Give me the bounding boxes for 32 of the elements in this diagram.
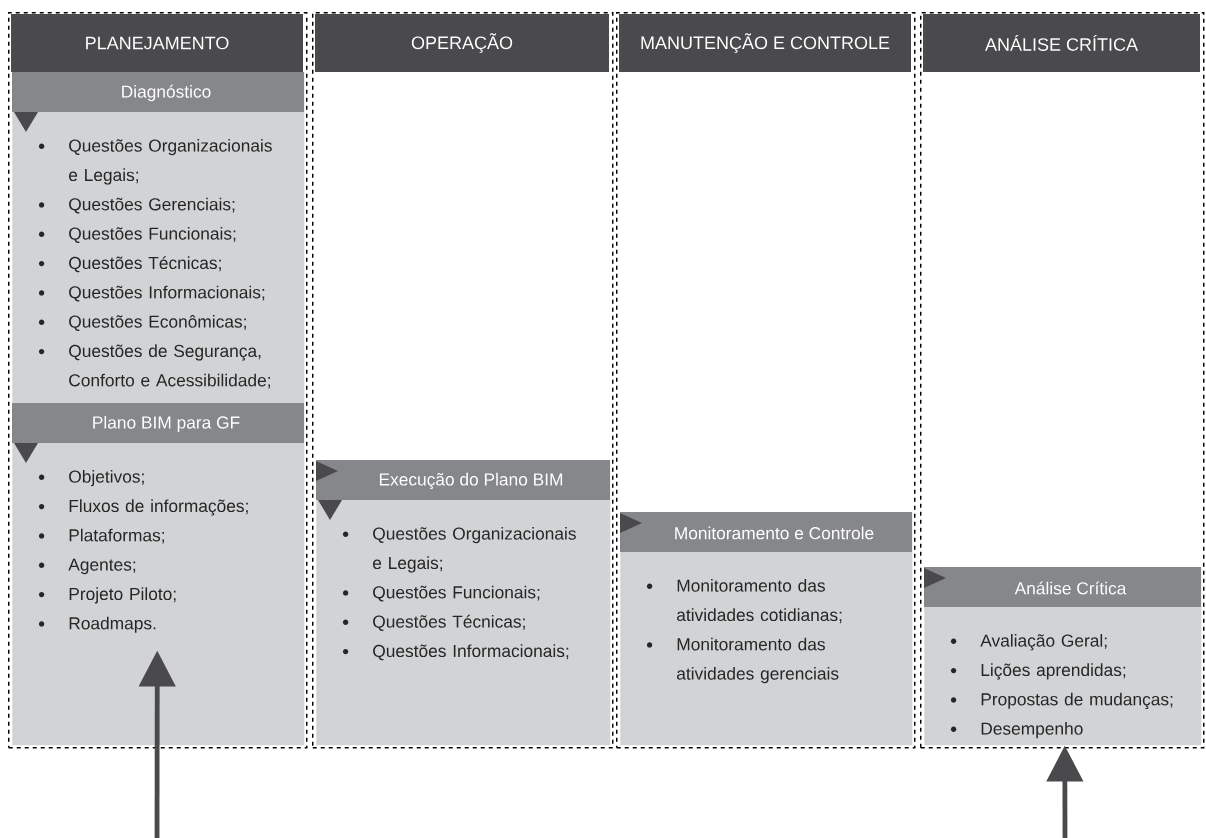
list-item: Desempenho (950, 722, 1083, 739)
list-item: Propostas de mudanças; (950, 692, 1173, 709)
column-header: MANUTENÇÃO E CONTROLE (619, 14, 911, 72)
list-item: Questões Organizacionais e Legais; (342, 527, 576, 573)
column-header: PLANEJAMENTO (11, 14, 303, 72)
list-item: Questões Econômicas; (38, 314, 246, 331)
list-item: Roadmaps. (38, 616, 156, 633)
list-item: Questões Funcionais; (342, 585, 540, 602)
section-heading: Execução do Plano BIM (316, 460, 610, 500)
list-item: Questões Organizacionais e Legais; (38, 139, 272, 185)
list-item: Questões Funcionais; (38, 227, 236, 243)
list-item: Questões Informacionais; (342, 644, 569, 661)
section-heading: Análise Crítica (924, 567, 1201, 607)
column-header: ANÁLISE CRÍTICA (923, 14, 1200, 72)
list-item: Questões Técnicas; (38, 256, 221, 273)
list-item: Questões Técnicas; (342, 614, 525, 631)
list-item: Monitoramento das atividades cotidianas; (646, 579, 842, 624)
list-item: Avaliação Geral; (950, 634, 1107, 651)
section-heading: Diagnóstico (12, 72, 304, 112)
list-item: Monitoramento das atividades gerenciais (646, 637, 839, 684)
column-header: OPERAÇÃO (315, 14, 609, 72)
list-item: Questões Informacionais; (38, 285, 265, 302)
list-item: Agentes; (38, 558, 136, 575)
list-item: Projeto Piloto; (38, 587, 176, 604)
section-heading: Monitoramento e Controle (620, 512, 912, 552)
list-item: Fluxos de informações; (38, 499, 248, 516)
list-item: Lições aprendidas; (950, 663, 1126, 680)
list-item: Plataformas; (38, 528, 164, 544)
list-item: Questões Gerenciais; (38, 197, 235, 214)
list-item: Questões de Segurança, Conforto e Acessibilidade; (38, 344, 270, 389)
list-item: Objetivos; (38, 470, 144, 487)
section-heading: Plano BIM para GF (12, 403, 304, 443)
